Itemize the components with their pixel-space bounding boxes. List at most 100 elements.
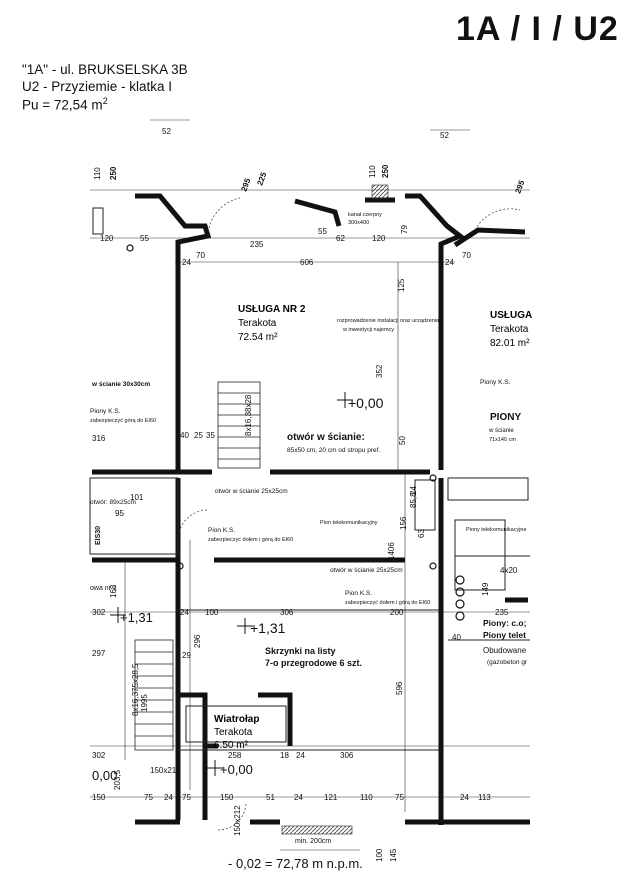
label-left-ei: zabezpieczyć górą do EI60 bbox=[90, 418, 156, 424]
area-value: Pu = 72,54 m bbox=[22, 97, 103, 113]
dim-302a: 302 bbox=[92, 608, 106, 617]
label-piony-ks: Piony K.S. bbox=[480, 379, 511, 386]
dim-101: 101 bbox=[130, 493, 144, 502]
label-pion-ks-2-sub: zabezpieczyć dołem i górą do EI60 bbox=[345, 600, 430, 606]
label-left-ks: Piony K.S. bbox=[90, 408, 121, 415]
elevation-labels: +0,00 +1,31 +1,31 +0,00 0,00 - 0,02 = 72… bbox=[92, 394, 384, 871]
dim-29: 29 bbox=[182, 651, 191, 660]
dim-55b: 55 bbox=[318, 227, 327, 236]
label-kanal: kanał czerpny bbox=[348, 212, 382, 218]
dim-150x212a: 150x212 bbox=[150, 766, 181, 775]
unit-code: 1A / I / U2 bbox=[456, 10, 619, 48]
level-hall: +1,31 bbox=[250, 620, 286, 636]
dim-100: 100 bbox=[205, 608, 219, 617]
dim-24h: 24 bbox=[460, 793, 469, 802]
label-note-1: rozprowadzenie instalacji oraz urządzeni… bbox=[337, 318, 440, 324]
dim-51: 51 bbox=[266, 793, 275, 802]
dim-24c: 24 bbox=[409, 486, 418, 495]
level-main: +0,00 bbox=[348, 395, 384, 411]
dim-35: 35 bbox=[206, 431, 215, 440]
label-left-nr1: owa nr 1 bbox=[90, 585, 117, 592]
dim-2035: 203,5 bbox=[113, 769, 122, 790]
dim-63: 63 bbox=[417, 529, 426, 538]
dim-79: 79 bbox=[400, 225, 409, 234]
dim-1995: 1995 bbox=[140, 694, 149, 712]
room-floor-vestibule: Terakota bbox=[214, 727, 253, 738]
dimension-texts: 52 52 110 250 295 225 110 250 295 120 55… bbox=[92, 127, 527, 862]
vent-intake bbox=[371, 184, 389, 200]
level-line: U2 - Przyziemie - klatka I bbox=[22, 79, 173, 94]
inner-lines bbox=[89, 207, 530, 751]
dim-168: 168 bbox=[109, 584, 118, 598]
dim-296: 296 bbox=[193, 634, 202, 648]
label-obudowane-sub: (gazobeton gr bbox=[487, 659, 528, 666]
dim-70a: 70 bbox=[196, 251, 205, 260]
dim-25: 25 bbox=[194, 431, 203, 440]
label-pion-ks: Pion K.S. bbox=[208, 527, 235, 534]
label-pion-ks-sub: zabezpieczyć dołem i górą do EI60 bbox=[208, 537, 293, 543]
dim-306a: 306 bbox=[280, 608, 294, 617]
dim-258: 258 bbox=[228, 751, 242, 760]
dim-302b: 302 bbox=[92, 751, 106, 760]
dim-75c: 75 bbox=[395, 793, 404, 802]
dim-70b: 70 bbox=[462, 251, 471, 260]
dim-145: 145 bbox=[389, 848, 398, 862]
dim-24e: 24 bbox=[296, 751, 305, 760]
room-name-vestibule: Wiatrołap bbox=[214, 714, 259, 725]
room-name-right: USŁUGA bbox=[490, 310, 532, 321]
label-obudowane: Obudowane bbox=[483, 646, 527, 655]
dim-1406: 1406 bbox=[387, 542, 396, 560]
room-area-main: 72.54 m² bbox=[238, 332, 278, 343]
dim-120b: 120 bbox=[372, 234, 386, 243]
label-opening-small-2: otwór w ścianie 25x25cm bbox=[330, 567, 403, 574]
riser-pipes bbox=[126, 244, 465, 621]
stairs-dim-1: 8x16,38x28 bbox=[244, 394, 253, 436]
dim-110c: 110 bbox=[360, 793, 373, 802]
dim-62: 62 bbox=[336, 234, 345, 243]
label-opening-wall-size: 85x50 cm, 20 cm od stropu pref. bbox=[287, 447, 380, 454]
level-hall-left: +1,31 bbox=[120, 610, 153, 625]
dim-295a: 295 bbox=[239, 177, 252, 193]
area-line: Pu = 72,54 m2 bbox=[22, 96, 108, 113]
label-piony-tele-right: Piony telekomunikacyjne bbox=[466, 527, 527, 533]
dim-149: 149 bbox=[481, 582, 490, 596]
label-right-opening-size: 71x140 cm bbox=[489, 437, 516, 443]
dim-235a: 235 bbox=[250, 240, 264, 249]
dim-121: 121 bbox=[324, 793, 338, 802]
dim-156: 156 bbox=[399, 516, 408, 530]
stairs-dim-2: 8x16,375x28,5 bbox=[131, 663, 140, 716]
dim-352: 352 bbox=[375, 364, 384, 378]
dim-4x20: 4x20 bbox=[500, 566, 518, 575]
dim-120a: 120 bbox=[100, 234, 114, 243]
label-piony: PIONY bbox=[490, 412, 521, 423]
stair-flight bbox=[134, 381, 261, 751]
room-name-main: USŁUGA NR 2 bbox=[238, 304, 306, 315]
dim-24d: 24 bbox=[180, 608, 189, 617]
level-vestibule: +0,00 bbox=[220, 762, 253, 777]
dim-250a: 250 bbox=[109, 166, 118, 180]
label-opening-small: otwór w ścianie 25x25cm bbox=[215, 488, 288, 495]
label-note-2: w inwestycji najemcy bbox=[342, 327, 394, 333]
dim-55a: 55 bbox=[140, 234, 149, 243]
walls bbox=[92, 193, 530, 825]
dim-200: 200 bbox=[390, 608, 404, 617]
dim-150a: 150 bbox=[92, 793, 106, 802]
dim-250b: 250 bbox=[381, 164, 390, 178]
label-left-89: otwór: 89x25cm bbox=[90, 499, 136, 506]
level-entry: - 0,02 = 72,78 m n.p.m. bbox=[228, 856, 363, 871]
dim-125: 125 bbox=[397, 278, 406, 292]
dim-24f: 24 bbox=[164, 793, 173, 802]
dim-150b: 150 bbox=[220, 793, 234, 802]
label-pion-ks-2: Pion K.S. bbox=[345, 590, 372, 597]
dim-235b: 235 bbox=[495, 608, 509, 617]
dim-50: 50 bbox=[398, 436, 407, 445]
room-floor-main: Terakota bbox=[238, 318, 277, 329]
address-line: "1A" - ul. BRUKSELSKA 3B bbox=[22, 62, 188, 77]
label-mailboxes: Skrzynki na listy bbox=[265, 646, 336, 656]
label-right-opening: w ścianie bbox=[488, 428, 514, 434]
annotations: otwór w ścianie: 85x50 cm, 20 cm od stro… bbox=[90, 212, 528, 845]
dim-95: 95 bbox=[115, 509, 124, 518]
room-area-vestibule: 6.50 m² bbox=[214, 740, 249, 751]
